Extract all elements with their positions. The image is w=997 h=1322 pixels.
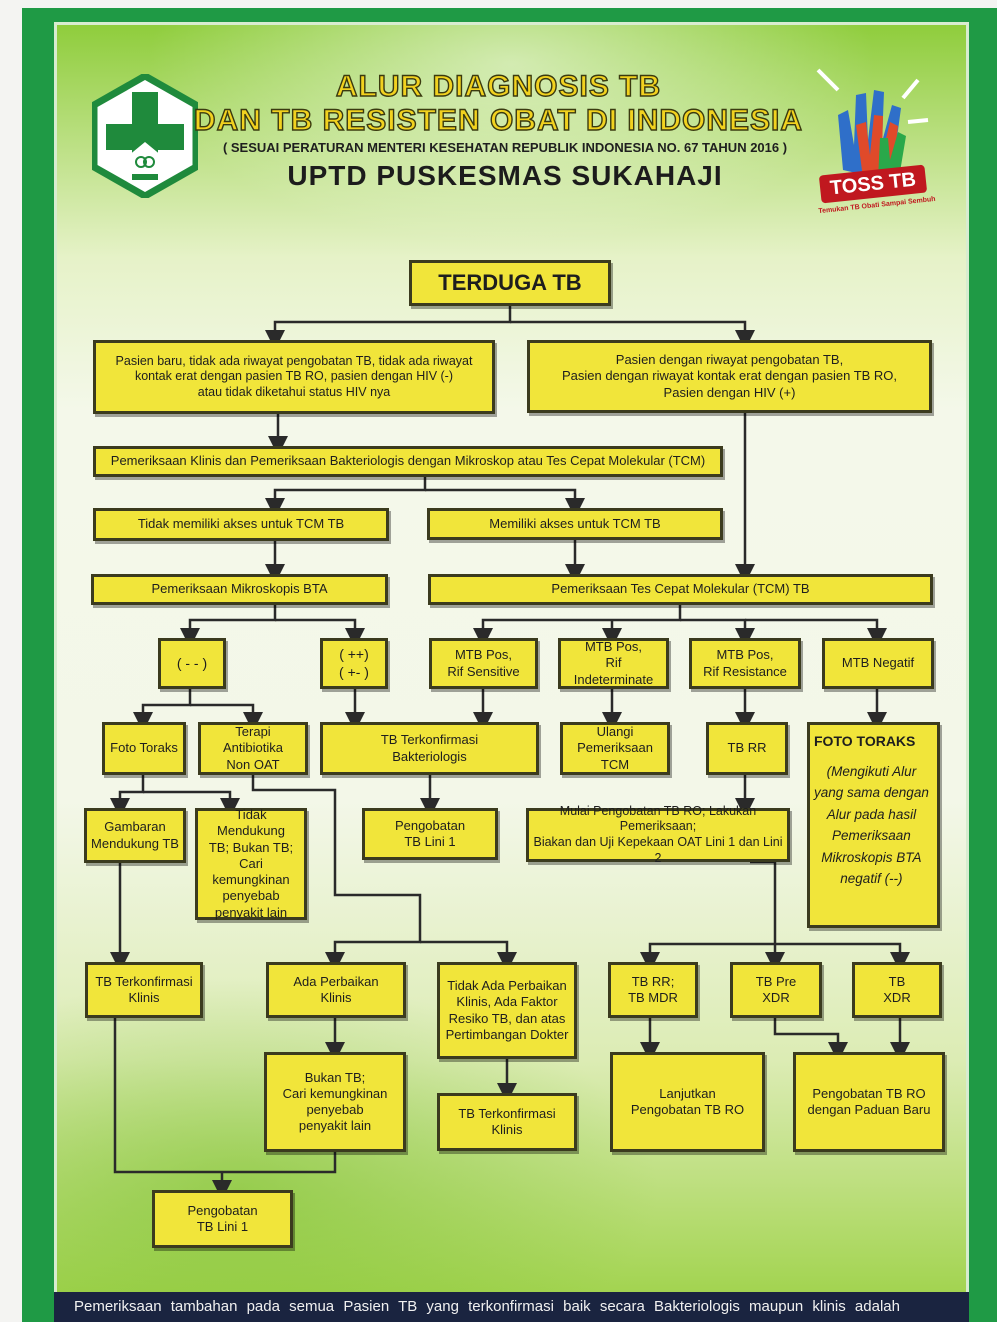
node-pasien-baru: Pasien baru, tidak ada riwayat pengobata… <box>93 340 495 414</box>
node-mtb-rif-indeterminate: MTB Pos, Rif Indeterminate <box>558 638 669 689</box>
node-pengobatan-lini1-klinis: Pengobatan TB Lini 1 <box>152 1190 293 1248</box>
node-mtb-rif-resistance: MTB Pos, Rif Resistance <box>689 638 801 689</box>
node-pasien-riwayat: Pasien dengan riwayat pengobatan TB, Pas… <box>527 340 932 413</box>
poster-title-line1: ALUR DIAGNOSIS TB <box>335 69 662 103</box>
node-mikroskopis-bta: Pemeriksaan Mikroskopis BTA <box>91 574 388 605</box>
node-tidak-ada-perbaikan: Tidak Ada Perbaikan Klinis, Ada Faktor R… <box>437 962 577 1059</box>
node-pengobatan-ro-paduan-baru: Pengobatan TB RO dengan Paduan Baru <box>793 1052 945 1152</box>
poster-title-line2: DAN TB RESISTEN OBAT DI INDONESIA <box>193 103 804 137</box>
footer-note: Pemeriksaan tambahan pada semua Pasien T… <box>54 1292 969 1322</box>
node-terapi-antibiotika: Terapi Antibiotika Non OAT <box>198 722 308 775</box>
node-akses-tcm: Memiliki akses untuk TCM TB <box>427 508 723 540</box>
node-mtb-rif-sensitive: MTB Pos, Rif Sensitive <box>429 638 538 689</box>
node-pemeriksaan-klinis: Pemeriksaan Klinis dan Pemeriksaan Bakte… <box>93 446 723 477</box>
node-tb-xdr: TB XDR <box>852 962 942 1018</box>
node-mtb-negatif: MTB Negatif <box>822 638 934 689</box>
node-tb-terkonfirmasi-bakteriologis: TB Terkonfirmasi Bakteriologis <box>320 722 539 775</box>
node-foto-toraks-mtb-negatif: FOTO TORAKS (Mengikuti Alur yang sama de… <box>807 722 940 928</box>
node-bta-positif: ( ++) ( +- ) <box>320 638 388 689</box>
node-ada-perbaikan-klinis: Ada Perbaikan Klinis <box>266 962 406 1018</box>
node-pengobatan-lini1-bakteriologis: Pengobatan TB Lini 1 <box>362 808 498 860</box>
node-tidak-mendukung-tb: Tidak Mendukung TB; Bukan TB; Cari kemun… <box>195 807 307 920</box>
node-tb-terkonfirmasi-klinis-2: TB Terkonfirmasi Klinis <box>437 1093 577 1151</box>
poster-subtitle: ( SESUAI PERATURAN MENTERI KESEHATAN REP… <box>222 140 788 155</box>
node-ulangi-tcm: Ulangi Pemeriksaan TCM <box>560 722 670 775</box>
node-bta-negatif: ( - - ) <box>158 638 226 689</box>
organization-name: UPTD PUSKESMAS SUKAHAJI <box>287 160 723 191</box>
node-mulai-pengobatan-ro: Mulai Pengobatan TB RO; Lakukan Pemeriks… <box>526 804 790 865</box>
node-terduga-tb: TERDUGA TB <box>409 260 611 306</box>
node-tidak-akses-tcm: Tidak memiliki akses untuk TCM TB <box>93 508 389 541</box>
node-tb-rr: TB RR <box>706 722 788 775</box>
node-tcm-tb: Pemeriksaan Tes Cepat Molekular (TCM) TB <box>428 574 933 605</box>
node-tb-rr-mdr: TB RR; TB MDR <box>608 962 698 1018</box>
foto-toraks-heading: FOTO TORAKS <box>814 733 916 749</box>
node-tb-terkonfirmasi-klinis: TB Terkonfirmasi Klinis <box>85 962 203 1018</box>
node-foto-toraks: Foto Toraks <box>102 722 186 775</box>
node-lanjutkan-pengobatan-ro: Lanjutkan Pengobatan TB RO <box>610 1052 765 1152</box>
foto-toraks-note: (Mengikuti Alur yang sama dengan Alur pa… <box>814 763 929 887</box>
node-bukan-tb: Bukan TB; Cari kemungkinan penyebab peny… <box>264 1052 406 1152</box>
node-gambaran-mendukung-tb: Gambaran Mendukung TB <box>84 808 186 863</box>
node-tb-pre-xdr: TB Pre XDR <box>730 962 822 1018</box>
puskesmas-logo-icon <box>92 74 198 198</box>
